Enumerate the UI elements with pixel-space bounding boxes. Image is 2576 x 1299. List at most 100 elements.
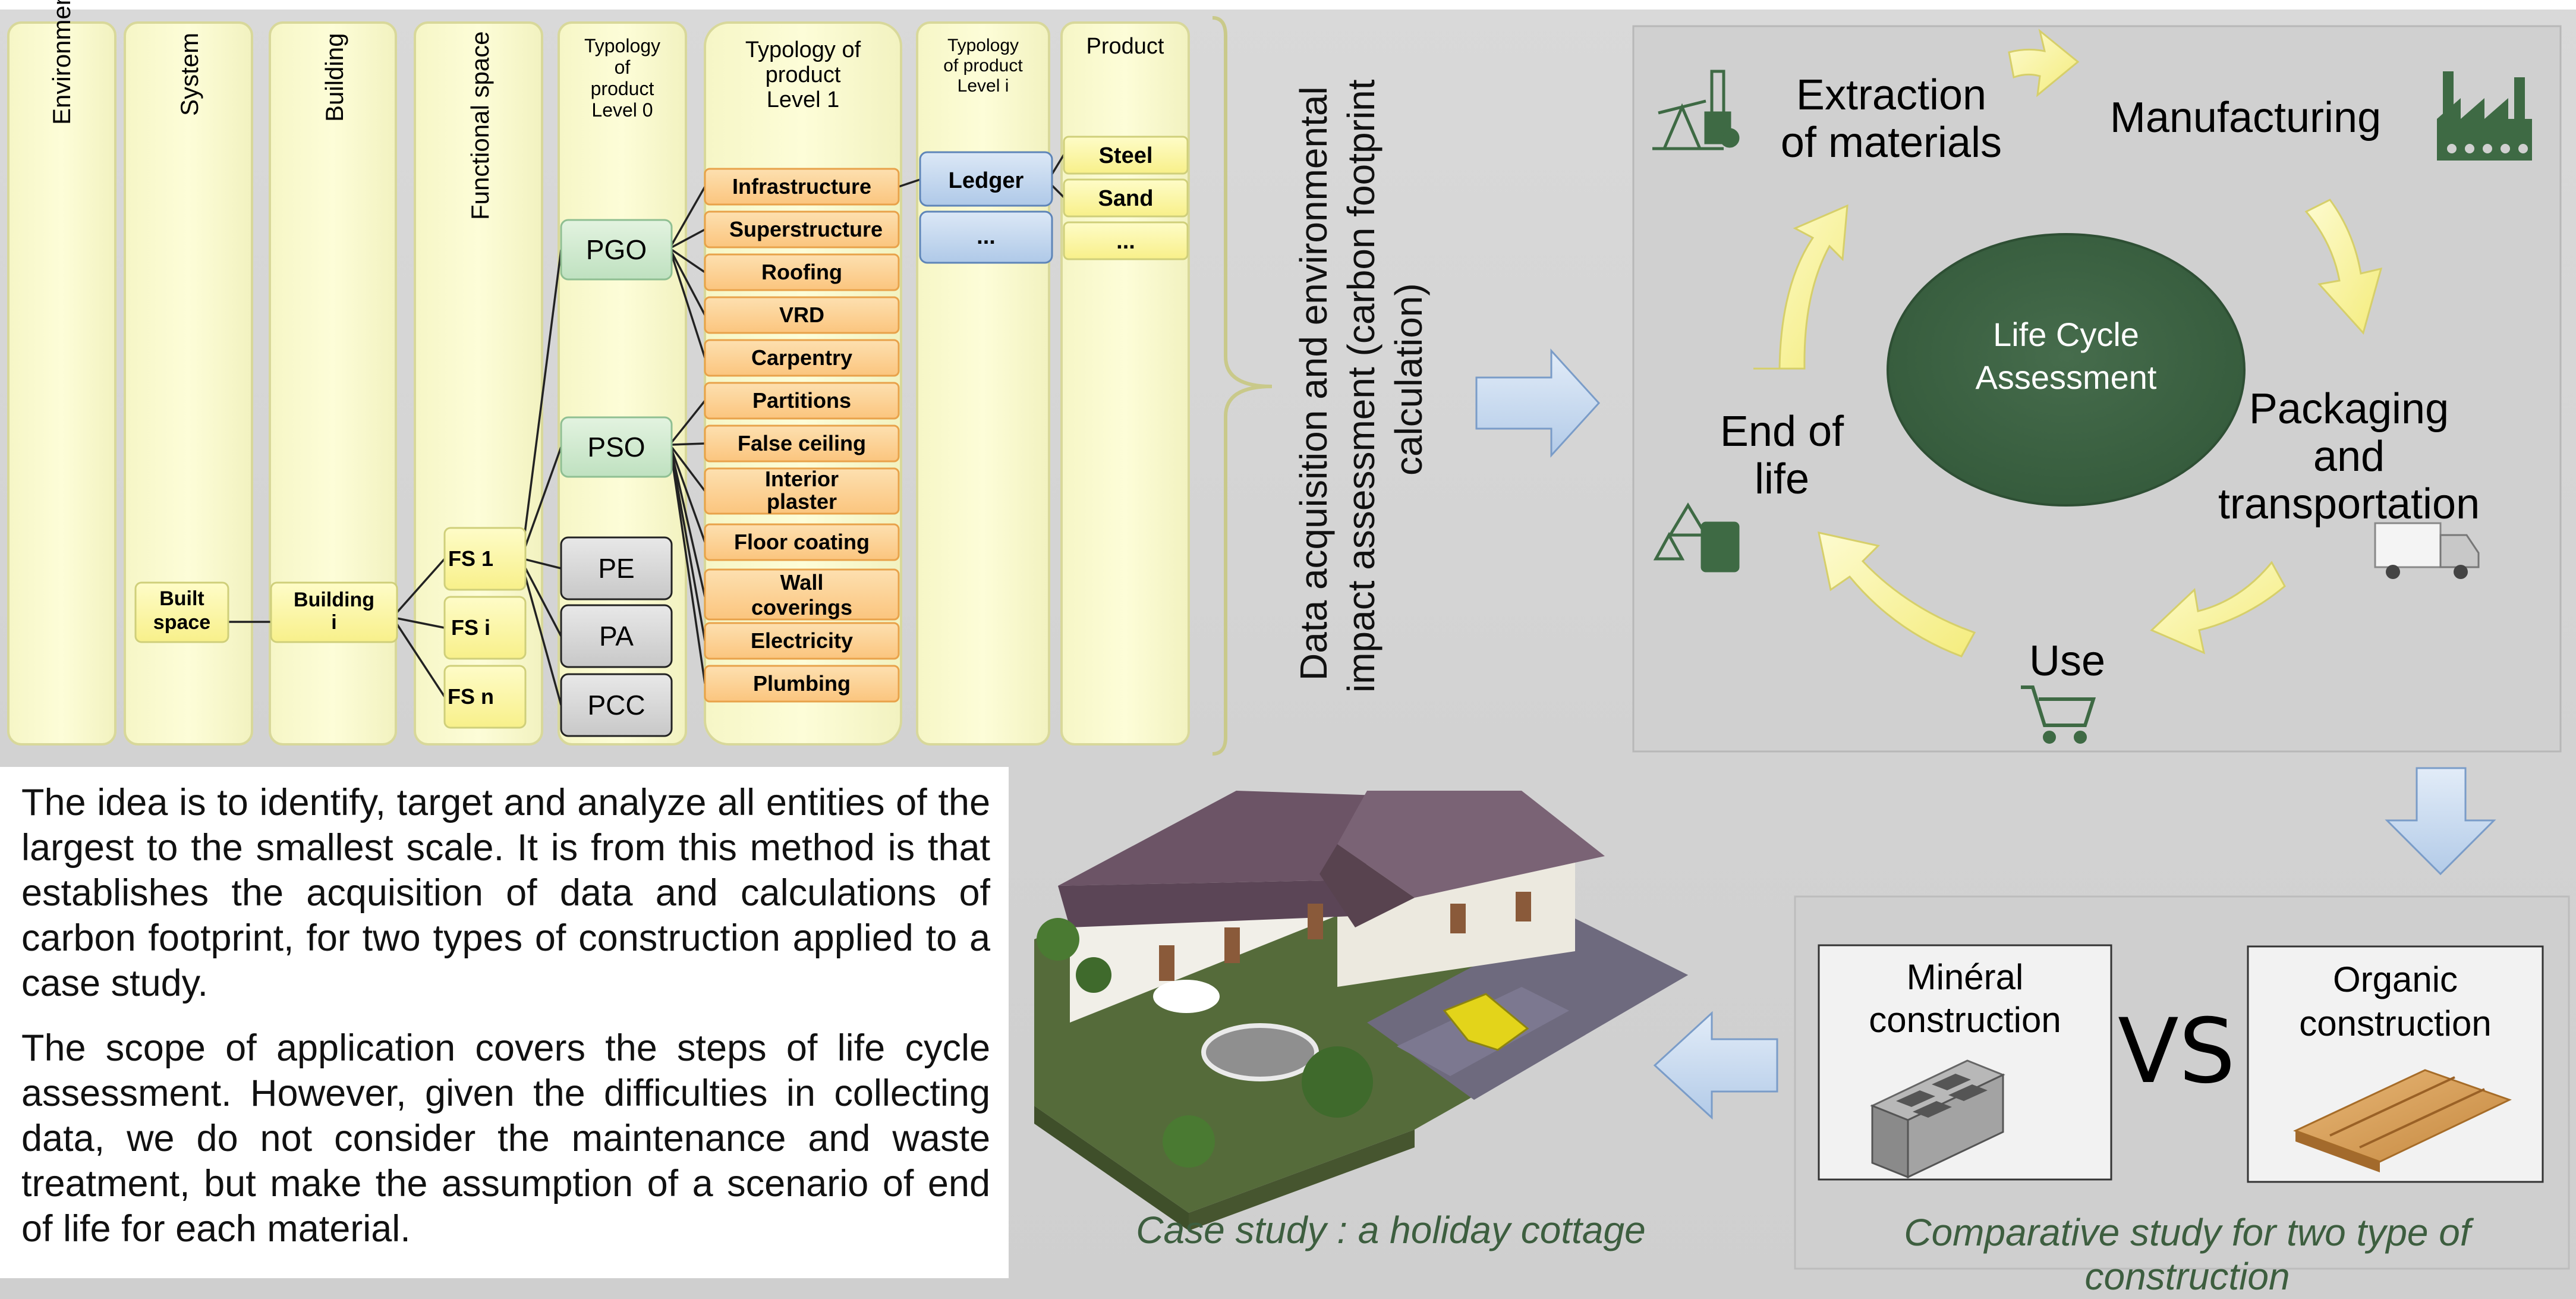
comparative-study-caption-line2: construction — [2084, 1255, 2290, 1298]
column-leveli-line3: Level i — [958, 76, 1009, 96]
case-study-caption: Case study : a holiday cottage — [1136, 1209, 1646, 1251]
arrow-use-to-end-of-life — [1818, 531, 1976, 658]
column-level0-line4: Level 0 — [591, 99, 653, 121]
node-built-space-line2: space — [153, 611, 210, 634]
node-floor-coating-label: Floor coating — [734, 530, 870, 554]
node-false-ceiling-label: False ceiling — [738, 431, 866, 455]
top-strip — [0, 0, 2576, 10]
node-sand-label: Sand — [1098, 186, 1154, 211]
column-system: System — [124, 21, 253, 746]
node-sand: Sand — [1063, 178, 1189, 218]
column-product-label: Product — [1087, 34, 1164, 59]
node-pa: PA — [560, 604, 673, 668]
data-acquisition-text: Data acquisition and environmental impac… — [1292, 79, 1430, 693]
column-building-label: Building — [320, 33, 348, 122]
arrow-extraction-to-manufacturing — [2008, 29, 2080, 97]
column-level0-line2: of — [615, 56, 631, 78]
data-acquisition-line2: impact assessment (carbon footprint — [1340, 79, 1383, 693]
arrow-left-shape — [1653, 1011, 1778, 1120]
node-partitions-label: Partitions — [752, 388, 851, 413]
description-panel: The idea is to identify, target and anal… — [0, 767, 1009, 1278]
arrow-packaging-to-use — [2150, 561, 2286, 655]
node-pcc: PCC — [560, 673, 673, 737]
node-fs-n-label: FS n — [448, 684, 494, 709]
node-roofing: Roofing — [704, 253, 900, 291]
lca-packaging-line2: and — [2313, 433, 2385, 480]
node-plumbing-label: Plumbing — [753, 671, 851, 696]
column-environment: Environment — [7, 0, 116, 746]
node-fs-i: FS i — [443, 596, 527, 660]
lca-center-circle — [1887, 233, 2246, 507]
column-building: Building — [269, 21, 397, 746]
node-interior-plaster: Interior plaster — [704, 467, 900, 515]
column-leveli-line2: of product — [943, 56, 1023, 76]
node-steel-label: Steel — [1099, 143, 1153, 168]
node-vrd-label: VRD — [779, 303, 824, 327]
node-built-space: Built space — [134, 581, 229, 643]
node-leveli-more: ... — [919, 210, 1053, 264]
column-level0-line3: product — [591, 78, 654, 99]
vs-label: VS — [2118, 1000, 2235, 1103]
lca-extraction-line1: Extraction — [1796, 71, 1986, 119]
mineral-line2: construction — [1869, 1000, 2061, 1040]
column-system-label: System — [175, 33, 203, 116]
node-built-space-line1: Built — [159, 587, 204, 610]
lca-end-of-life-line2: life — [1755, 455, 1809, 503]
column-product: Product — [1060, 21, 1190, 746]
node-fs-1: FS 1 — [443, 527, 527, 591]
node-product-more: ... — [1063, 221, 1189, 260]
node-false-ceiling: False ceiling — [704, 424, 900, 463]
column-leveli-line1: Typology — [947, 36, 1019, 55]
node-pcc-label: PCC — [587, 690, 645, 721]
node-wall-coverings-line2: coverings — [751, 595, 852, 619]
organic-line2: construction — [2299, 1004, 2492, 1043]
node-ledger-label: Ledger — [949, 168, 1024, 193]
lca-center-line1: Life Cycle — [1993, 316, 2139, 353]
node-interior-plaster-line1: Interior — [765, 467, 839, 491]
node-plumbing: Plumbing — [704, 665, 900, 703]
column-functional-space-label: Functional space — [466, 31, 494, 220]
node-partitions: Partitions — [704, 382, 900, 420]
node-steel: Steel — [1063, 136, 1189, 175]
node-pe: PE — [560, 536, 673, 600]
node-interior-plaster-line2: plaster — [767, 489, 837, 514]
column-level0-line1: Typology — [584, 35, 660, 56]
node-electricity-label: Electricity — [751, 628, 853, 653]
arrow-right-icon — [1475, 348, 1601, 458]
arrow-end-of-life-to-extraction — [1753, 204, 1848, 370]
description-paragraph-2: The scope of application covers the step… — [21, 1027, 990, 1250]
node-pso-label: PSO — [587, 432, 645, 463]
column-level1-line3: Level 1 — [767, 87, 840, 112]
concrete-block-icon — [1870, 1059, 2005, 1179]
node-superstructure-label: Superstructure — [729, 217, 883, 241]
column-leveli: Typology of product Level i — [916, 21, 1050, 746]
node-pgo-label: PGO — [586, 234, 647, 265]
shopping-cart-icon — [2021, 685, 2096, 744]
node-pa-label: PA — [599, 621, 634, 652]
arrow-down-icon — [2385, 767, 2496, 876]
organic-line1: Organic — [2333, 960, 2458, 999]
lca-use: Use — [2029, 637, 2105, 685]
oil-pump-icon — [1652, 70, 1740, 150]
column-level1-line1: Typology of — [745, 37, 861, 62]
node-infrastructure-label: Infrastructure — [732, 174, 871, 199]
node-building-line2: i — [331, 611, 336, 634]
node-leveli-more-label: ... — [977, 224, 996, 249]
lca-manufacturing: Manufacturing — [2110, 94, 2381, 141]
node-product-more-label: ... — [1116, 229, 1135, 254]
arrow-manufacturing-to-packaging — [2304, 199, 2383, 335]
lca-extraction-line2: of materials — [1781, 119, 2002, 166]
node-infrastructure: Infrastructure — [704, 168, 900, 206]
organic-construction-box: Organic construction — [2247, 945, 2544, 1183]
comparative-study-caption: Comparative study for two type of constr… — [1807, 1210, 2568, 1298]
truck-icon — [2374, 522, 2480, 579]
data-acquisition-line1: Data acquisition and environmental — [1292, 86, 1335, 681]
tree-connectors — [226, 154, 1065, 706]
factory-icon — [2437, 71, 2532, 161]
data-acquisition-line3: calculation) — [1387, 283, 1430, 476]
lca-end-of-life-line1: End of — [1720, 408, 1844, 455]
node-ledger: Ledger — [919, 151, 1053, 207]
node-fs-i-label: FS i — [451, 615, 490, 640]
node-pgo: PGO — [560, 219, 673, 281]
